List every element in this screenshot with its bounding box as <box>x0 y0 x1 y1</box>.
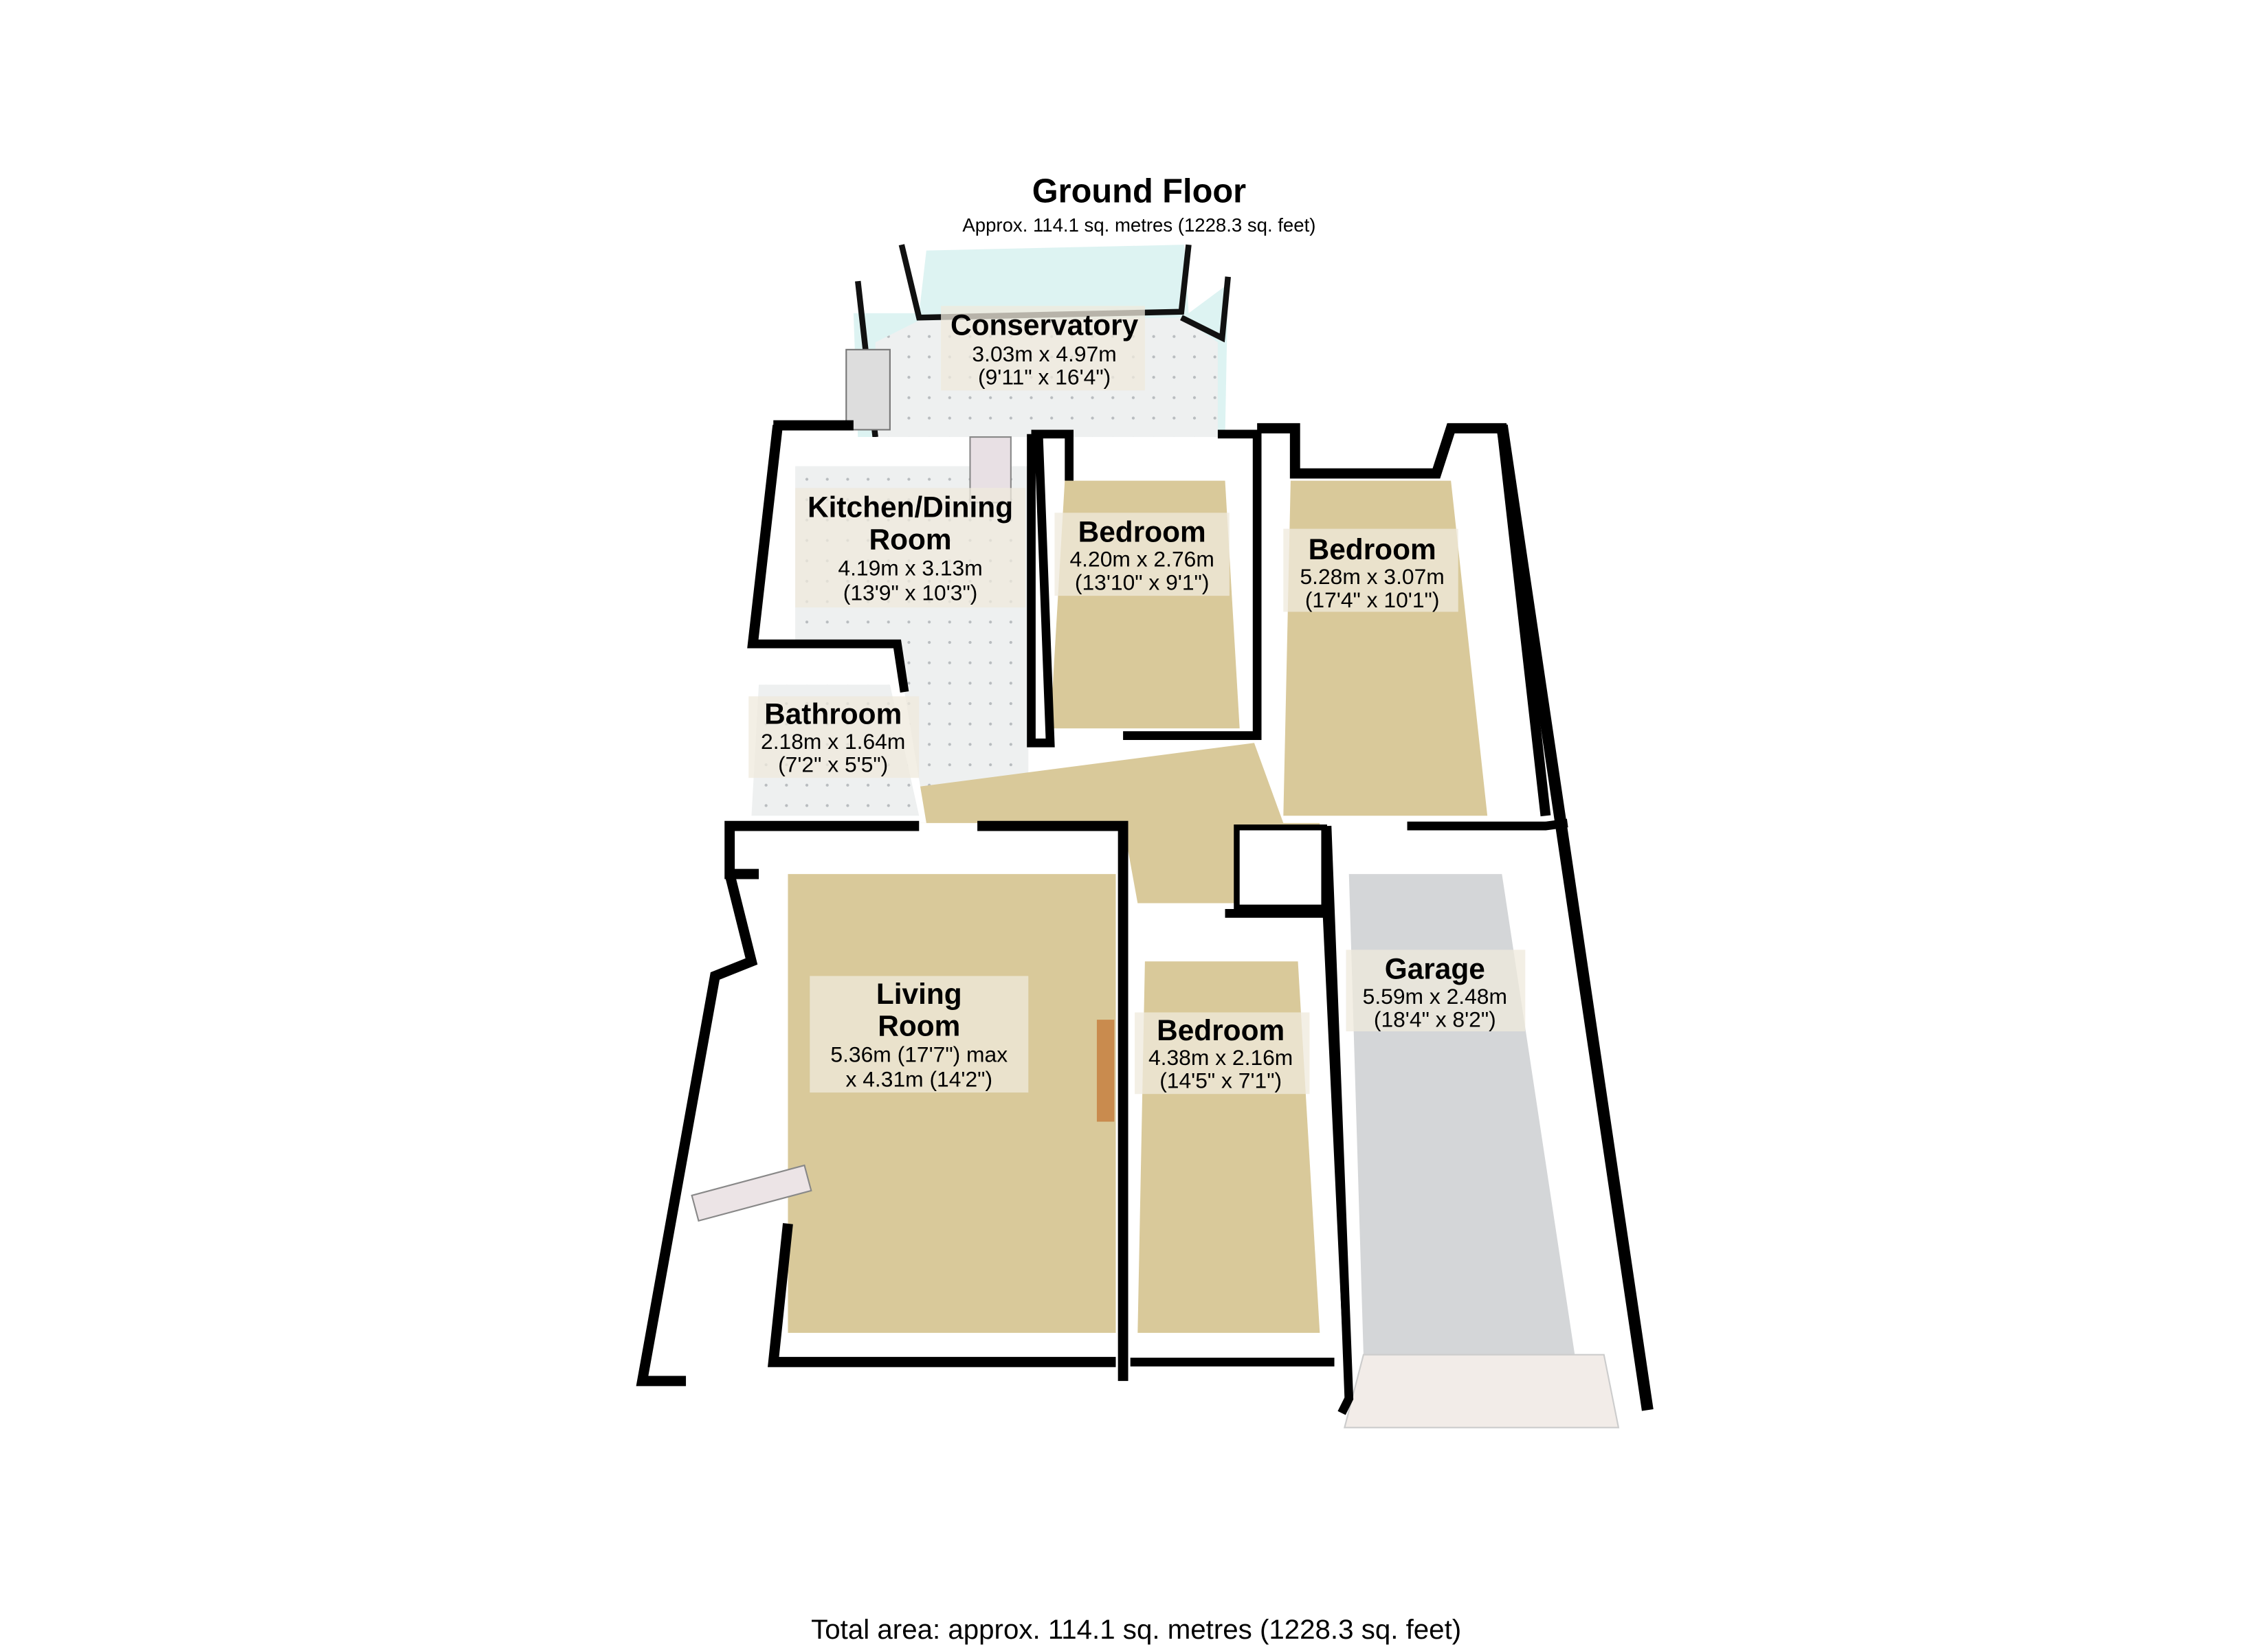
room-name: Conservatory <box>950 309 1139 341</box>
room-bedroom-1: Bedroom 4.20m x 2.76m (13'10" x 9'1") <box>1027 429 1262 748</box>
room-garage: Garage 5.59m x 2.48m (18'4" x 8'2") <box>1322 424 1654 1428</box>
room-kitchen-dining: Kitchen/Dining Room 4.19m x 3.13m (13'9"… <box>746 420 1029 787</box>
room-dims-imperial: (17'4" x 10'1") <box>1305 587 1440 612</box>
room-dims-imperial: (18'4" x 8'2") <box>1374 1007 1496 1032</box>
fireplace <box>1096 1020 1115 1122</box>
room-dims-line1: 5.36m (17'7") max <box>830 1042 1008 1067</box>
room-name: Bedroom <box>1157 1014 1285 1046</box>
room-dims-imperial: (13'10" x 9'1") <box>1075 570 1210 595</box>
room-dims-metric: 5.28m x 3.07m <box>1300 564 1444 589</box>
room-dims-metric: 4.20m x 2.76m <box>1069 547 1214 572</box>
room-name-line1: Living <box>876 978 962 1010</box>
room-name: Garage <box>1385 953 1485 985</box>
room-dims-metric: 2.18m x 1.64m <box>761 729 905 754</box>
room-dims-metric: 4.38m x 2.16m <box>1148 1045 1293 1070</box>
front-door <box>691 1164 812 1222</box>
room-dims-line2: x 4.31m (14'2") <box>846 1067 993 1092</box>
floor-title: Ground Floor <box>1032 173 1246 210</box>
room-dims-metric: 4.19m x 3.13m <box>838 555 982 580</box>
room-dims-imperial: (13'9" x 10'3") <box>843 580 978 605</box>
room-dims-metric: 3.03m x 4.97m <box>972 341 1116 366</box>
room-name: Bedroom <box>1078 516 1206 548</box>
room-name: Bedroom <box>1309 533 1436 565</box>
garage-door <box>1343 1354 1620 1428</box>
room-dims-metric: 5.59m x 2.48m <box>1363 984 1507 1009</box>
room-name-line1: Kitchen/Dining <box>808 491 1013 524</box>
room-bedroom-2: Bedroom 5.28m x 3.07m (17'4" x 10'1") <box>1257 423 1551 823</box>
conservatory-door <box>845 348 891 431</box>
room-conservatory: Conservatory 3.03m x 4.97m (9'11" x 16'4… <box>845 244 1231 438</box>
room-dims-imperial: (7'2" x 5'5") <box>778 752 888 777</box>
room-name: Bathroom <box>764 698 902 730</box>
room-dims-imperial: (9'11" x 16'4") <box>978 365 1111 390</box>
room-dims-imperial: (14'5" x 7'1") <box>1159 1068 1282 1093</box>
room-living: Living Room 5.36m (17'7") max x 4.31m (1… <box>636 820 1129 1387</box>
room-bedroom-3: Bedroom 4.38m x 2.16m (14'5" x 7'1") <box>1130 824 1354 1382</box>
room-name-line2: Room <box>869 523 952 555</box>
cupboard <box>1234 824 1327 911</box>
total-area-footer: Total area: approx. 114.1 sq. metres (12… <box>811 1614 1461 1645</box>
room-bathroom: Bathroom 2.18m x 1.64m (7'2" x 5'5") <box>737 639 926 823</box>
floor-area-subtitle: Approx. 114.1 sq. metres (1228.3 sq. fee… <box>962 214 1315 236</box>
room-name-line2: Room <box>878 1009 960 1042</box>
